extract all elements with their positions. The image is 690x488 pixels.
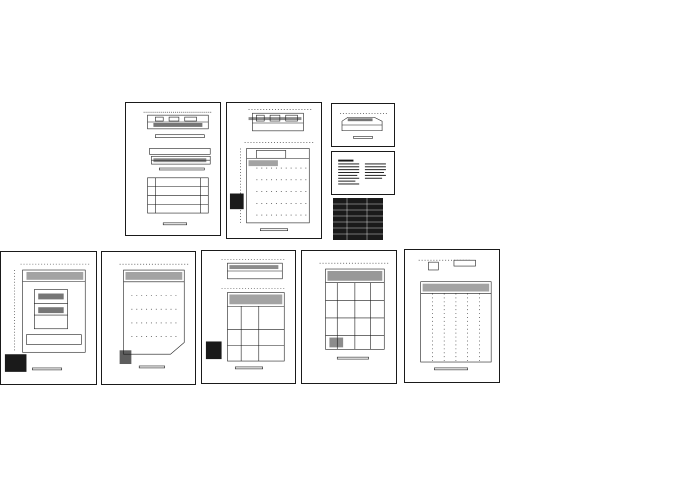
drawing-sheet-floor-plan-3[interactable] [101,251,196,385]
sheet-drawing [340,113,388,139]
sheet-drawing [4,263,90,372]
legend-table[interactable] [333,198,383,240]
drawing-sheet-floor-plan-6[interactable] [404,249,500,383]
drawing-sheet-notes[interactable] [331,151,395,195]
drawing-sheet-floor-plan-2[interactable] [0,251,97,385]
drawing-sheet-floor-plan-4[interactable] [201,250,296,384]
sheet-drawing [319,262,389,360]
drawing-sheet-floor-plan-1[interactable] [226,102,322,239]
sheet-drawing [143,111,213,226]
sheet-drawing [205,258,287,370]
sheet-drawing [119,263,189,369]
drawing-sheet-small-elevation[interactable] [331,103,395,147]
sheet-drawing [229,109,314,232]
sheet-drawing [338,159,386,185]
drawing-sheet-floor-plan-5[interactable] [301,250,397,384]
legend-table-drawing [333,198,383,240]
sheet-drawing [418,259,492,371]
drawing-sheet-elevations[interactable] [125,102,221,236]
